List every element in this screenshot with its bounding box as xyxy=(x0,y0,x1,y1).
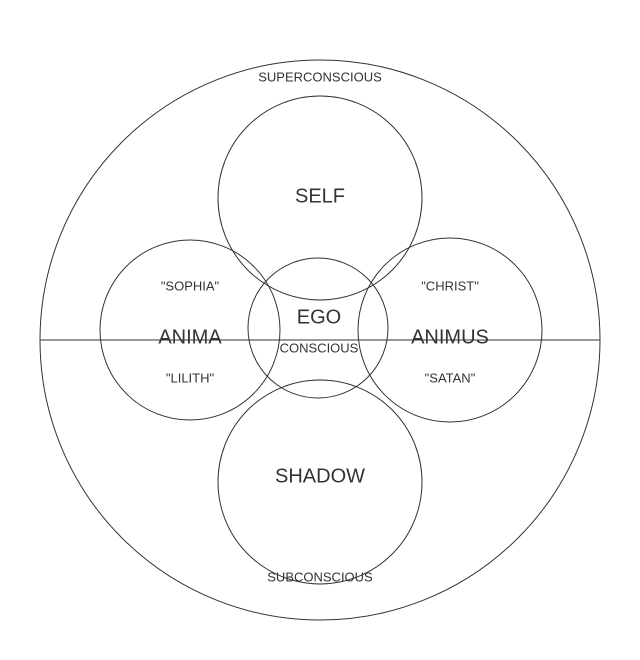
anima-label: ANIMA xyxy=(158,326,222,348)
ego-circle xyxy=(247,257,389,399)
animus-circle xyxy=(357,237,543,423)
superconscious-label: SUPERCONSCIOUS xyxy=(258,69,382,84)
self-circle xyxy=(217,95,423,301)
shadow-label: SHADOW xyxy=(275,465,365,487)
subconscious-label: SUBCONSCIOUS xyxy=(267,569,373,584)
anima-upper-label: "SOPHIA" xyxy=(161,278,220,293)
animus-lower-label: "SATAN" xyxy=(425,370,476,385)
animus-label: ANIMUS xyxy=(411,326,489,348)
anima-circle xyxy=(99,239,281,421)
anima-lower-label: "LILITH" xyxy=(166,370,215,385)
animus-upper-label: "CHRIST" xyxy=(421,278,479,293)
shadow-circle xyxy=(217,379,423,585)
conscious-label: CONSCIOUS xyxy=(280,340,359,355)
self-label: SELF xyxy=(295,185,345,207)
ego-label: EGO xyxy=(297,306,341,328)
